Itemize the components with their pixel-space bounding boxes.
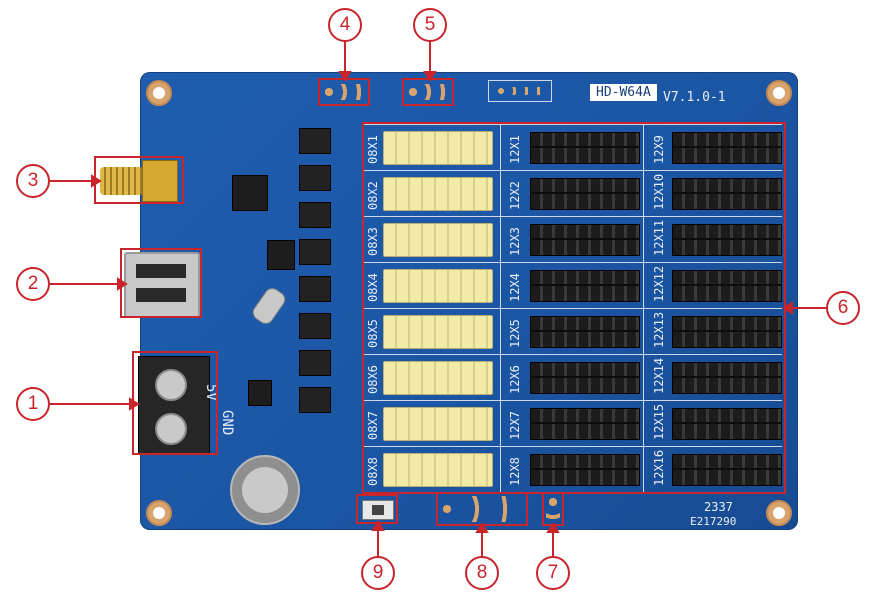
callout-1: 1 xyxy=(16,387,50,421)
memory-chip xyxy=(267,240,295,270)
ic-chip xyxy=(299,313,331,339)
hub08-header xyxy=(383,177,493,211)
ic-chip xyxy=(299,165,331,191)
header-5 xyxy=(406,84,448,100)
regulator-chip xyxy=(248,380,272,406)
hub12-header xyxy=(672,178,782,210)
column-divider xyxy=(643,124,644,492)
hub12-header xyxy=(530,270,640,302)
main-processor xyxy=(232,175,268,211)
antenna-connector xyxy=(100,167,144,195)
mounting-hole xyxy=(146,80,172,106)
ic-chip xyxy=(299,350,331,376)
connector-row xyxy=(364,308,782,355)
hub12-header xyxy=(672,316,782,348)
callout-6: 6 xyxy=(826,291,860,325)
connector-row xyxy=(364,446,782,493)
callout-3: 3 xyxy=(16,164,50,198)
coin-battery-holder xyxy=(230,455,300,525)
header-8 xyxy=(440,496,524,522)
ic-chip xyxy=(299,128,331,154)
mounting-hole xyxy=(766,500,792,526)
connector-row xyxy=(364,354,782,401)
callout-5: 5 xyxy=(413,8,447,42)
hub12-header xyxy=(530,454,640,486)
callout-8: 8 xyxy=(465,556,499,590)
callout-4: 4 xyxy=(328,8,362,42)
model-label: HD-W64A xyxy=(590,84,657,101)
mounting-hole xyxy=(766,80,792,106)
hub08-header xyxy=(383,223,493,257)
ic-chip xyxy=(299,239,331,265)
hub08-header xyxy=(383,361,493,395)
serial-number-a: 2337 xyxy=(704,500,733,514)
push-button xyxy=(362,500,394,520)
hub12-header xyxy=(530,224,640,256)
hub08-header xyxy=(383,453,493,487)
ic-chip xyxy=(299,387,331,413)
antenna-connector-base xyxy=(142,160,178,202)
hub08-header xyxy=(383,131,493,165)
ic-chip xyxy=(299,276,331,302)
serial-number-b: E217290 xyxy=(690,515,737,528)
callout-2: 2 xyxy=(16,267,50,301)
hub12-header xyxy=(672,362,782,394)
hub12-header xyxy=(530,132,640,164)
hub08-header xyxy=(383,407,493,441)
hub12-header xyxy=(530,362,640,394)
power-terminal-block xyxy=(138,356,210,454)
hub08-header xyxy=(383,269,493,303)
header-4 xyxy=(322,84,364,100)
hub12-header xyxy=(672,408,782,440)
hub12-header xyxy=(672,224,782,256)
connector-row xyxy=(364,124,782,171)
hub12-header xyxy=(672,132,782,164)
mounting-hole xyxy=(146,500,172,526)
callout-9: 9 xyxy=(361,556,395,590)
hub12-header xyxy=(530,408,640,440)
connector-row xyxy=(364,170,782,217)
header-7 xyxy=(546,496,560,522)
callout-7: 7 xyxy=(536,556,570,590)
connector-row xyxy=(364,262,782,309)
hub12-header xyxy=(530,316,640,348)
version-label: V7.1.0-1 xyxy=(663,90,726,105)
hub08-header xyxy=(383,315,493,349)
connector-row xyxy=(364,216,782,263)
hub12-header xyxy=(672,454,782,486)
hub12-header xyxy=(672,270,782,302)
connector-row xyxy=(364,400,782,447)
highlight-header-5 xyxy=(402,78,454,106)
hub12-header xyxy=(530,178,640,210)
column-divider xyxy=(500,124,501,492)
p1-header xyxy=(488,80,552,102)
ic-chip xyxy=(299,202,331,228)
